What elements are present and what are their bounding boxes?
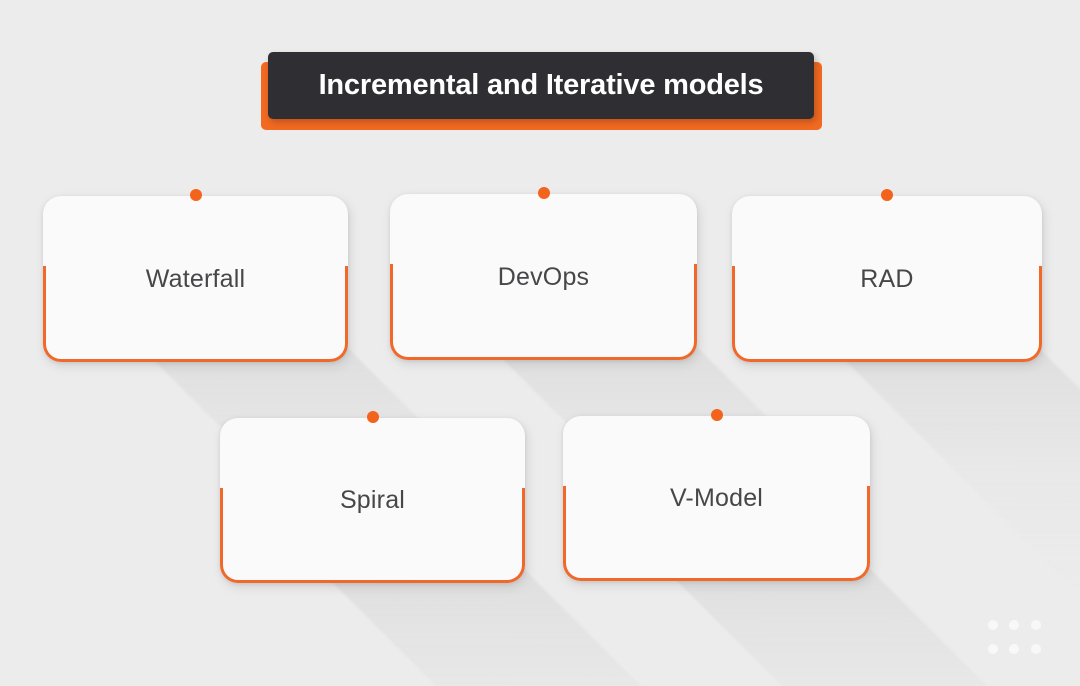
model-card-label: DevOps <box>497 262 590 291</box>
model-card[interactable]: Spiral <box>220 411 525 583</box>
model-card-dot-icon <box>537 187 550 199</box>
model-card-label: Spiral <box>339 486 406 514</box>
decorative-dot <box>1009 644 1020 654</box>
model-card-surface: Waterfall <box>43 196 348 362</box>
model-card[interactable]: V-Model <box>563 409 870 581</box>
decorative-dot <box>1030 644 1041 654</box>
decorative-dot <box>1009 620 1020 630</box>
model-card-surface: RAD <box>732 196 1042 362</box>
page-title: Incremental and Iterative models <box>318 69 764 101</box>
model-card-label: Waterfall <box>145 264 246 293</box>
decorative-dot-grid <box>988 620 1044 660</box>
model-card-dot-icon <box>366 411 379 423</box>
decorative-dot <box>988 620 998 630</box>
decorative-dot <box>988 644 998 654</box>
model-card-dot-icon <box>710 409 723 421</box>
model-card-surface: V-Model <box>563 416 870 581</box>
model-card-label: RAD <box>860 264 914 293</box>
model-card-dot-icon <box>189 189 202 201</box>
model-card[interactable]: Waterfall <box>43 189 348 362</box>
model-card-surface: DevOps <box>390 194 697 360</box>
decorative-dot <box>1030 620 1041 630</box>
model-card[interactable]: RAD <box>732 189 1042 362</box>
model-card-surface: Spiral <box>220 418 525 583</box>
model-card-label: V-Model <box>669 484 764 512</box>
title-banner: Incremental and Iterative models <box>261 52 822 130</box>
title-box: Incremental and Iterative models <box>268 52 814 119</box>
model-card-dot-icon <box>881 189 893 201</box>
model-card[interactable]: DevOps <box>390 187 697 360</box>
